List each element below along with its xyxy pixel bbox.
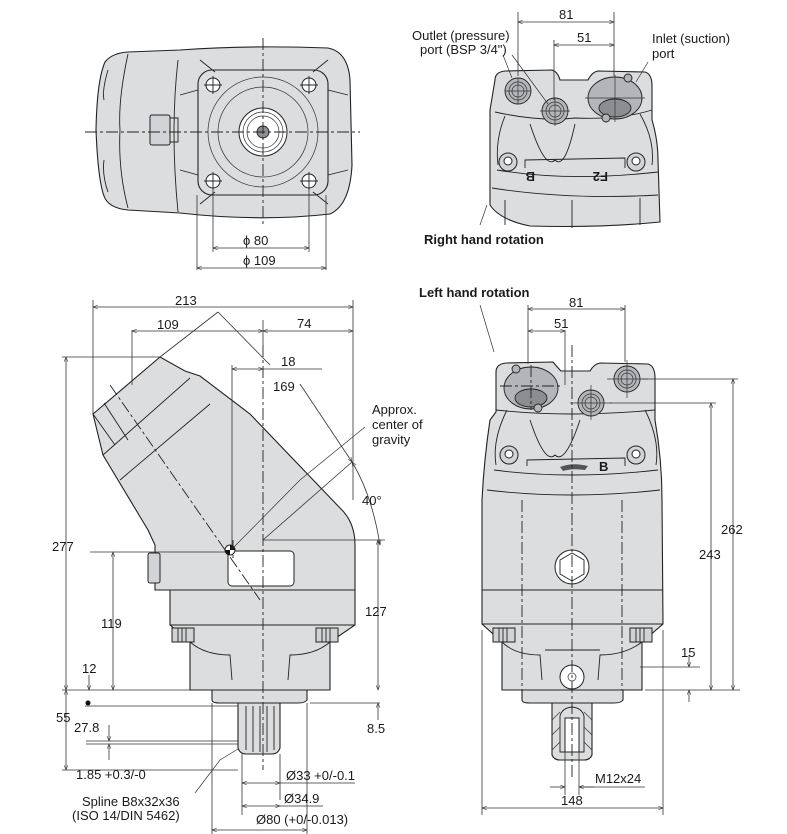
dim-d33: Ø33 +0/-0.1	[286, 768, 355, 783]
left-hand-view: B 81 51 262 243 15 M12x24 1	[419, 285, 743, 815]
dim-d34-9: Ø34.9	[284, 791, 319, 806]
outlet-label-line2: port (BSP 3/4")	[420, 42, 507, 57]
left-hand-body	[481, 361, 664, 691]
dim-d80: Ø80 (+0/-0.013)	[256, 812, 348, 827]
dim-12: 12	[82, 661, 96, 676]
dim-55: 55	[56, 710, 70, 725]
splined-shaft	[237, 702, 281, 755]
spline-label-line1: Spline B8x32x36	[82, 794, 180, 809]
dim-277: 277	[52, 539, 74, 554]
dim-phi-80: ϕ 80	[243, 233, 268, 248]
cog-label-line2: center of	[372, 417, 423, 432]
dim-243: 243	[699, 547, 721, 562]
dim-169: 169	[273, 379, 295, 394]
drain-port-plug	[149, 114, 171, 146]
marking-b-right: B	[526, 169, 535, 184]
dim-18: 18	[281, 354, 295, 369]
side-view: 213 109 74 18 169 40° Approx. center of …	[52, 293, 423, 834]
dim-213: 213	[175, 293, 197, 308]
dim-81-left: 81	[569, 295, 583, 310]
dim-51-left: 51	[554, 316, 568, 331]
dim-262: 262	[721, 522, 743, 537]
top-view: ϕ 80 ϕ 109	[85, 38, 360, 271]
right-hand-rotation-caption: Right hand rotation	[424, 232, 544, 247]
dim-119: 119	[101, 616, 122, 631]
marking-b-left: B	[599, 459, 608, 474]
inlet-label-line2: port	[652, 46, 675, 61]
dim-15: 15	[681, 645, 695, 660]
dim-81-right: 81	[559, 7, 573, 22]
dim-109-side: 109	[157, 317, 179, 332]
dim-27-8: 27.8	[74, 720, 99, 735]
left-hand-rotation-caption: Left hand rotation	[419, 285, 530, 300]
inlet-label-line1: Inlet (suction)	[652, 31, 730, 46]
dim-74: 74	[297, 316, 311, 331]
spline-label-line2: (ISO 14/DIN 5462)	[72, 808, 180, 823]
dim-148: 148	[561, 793, 583, 808]
dim-8-5: 8.5	[367, 721, 385, 736]
nameplate	[227, 550, 295, 587]
dim-angle-40: 40°	[362, 493, 382, 508]
dim-1-85: 1.85 +0.3/-0	[76, 767, 146, 782]
dim-127: 127	[365, 604, 387, 619]
pilot-flange-left	[521, 689, 624, 704]
right-hand-view: B F2 81 51 Outlet (pressure) port (BSP 3…	[412, 7, 730, 247]
thread-m12x24: M12x24	[595, 771, 641, 786]
cog-label-line3: gravity	[372, 432, 411, 447]
outlet-label-line1: Outlet (pressure)	[412, 28, 510, 43]
marking-f2-right: F2	[593, 169, 608, 184]
pilot-flange	[211, 689, 308, 704]
drain-plug-side	[147, 552, 161, 584]
cog-label-line1: Approx.	[372, 402, 417, 417]
dim-phi-109: ϕ 109	[243, 253, 276, 268]
dim-51-right: 51	[577, 30, 591, 45]
bolt-holes	[204, 76, 318, 190]
